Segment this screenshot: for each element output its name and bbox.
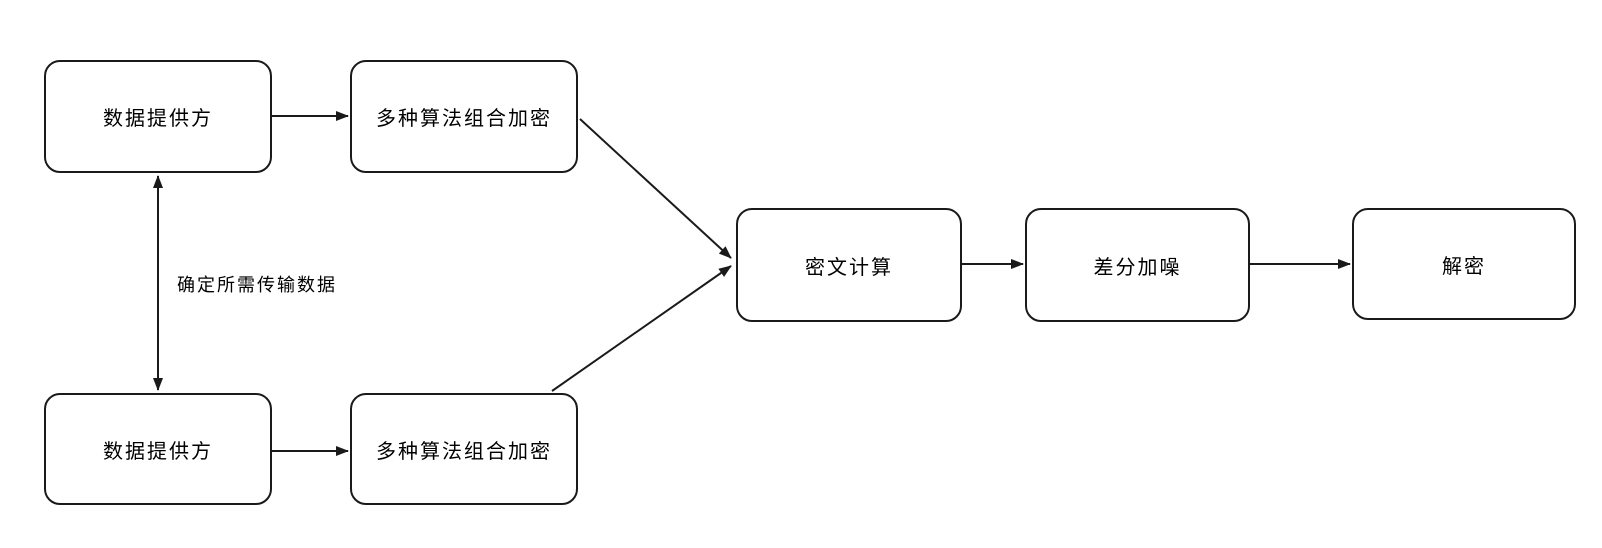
node-differential-noise: 差分加噪 bbox=[1025, 208, 1250, 322]
node-decrypt: 解密 bbox=[1352, 208, 1576, 320]
node-multi-algorithm-encryption-bottom: 多种算法组合加密 bbox=[350, 393, 578, 505]
node-data-provider-bottom: 数据提供方 bbox=[44, 393, 272, 505]
arrow-encrypt-bottom-to-cipher bbox=[551, 265, 732, 392]
node-multi-algorithm-encryption-top: 多种算法组合加密 bbox=[350, 60, 578, 173]
node-ciphertext-computation: 密文计算 bbox=[736, 208, 962, 322]
arrow-encrypt-top-to-cipher bbox=[579, 118, 732, 259]
edge-label-determine-transfer-data: 确定所需传输数据 bbox=[177, 275, 337, 295]
node-data-provider-top: 数据提供方 bbox=[44, 60, 272, 173]
